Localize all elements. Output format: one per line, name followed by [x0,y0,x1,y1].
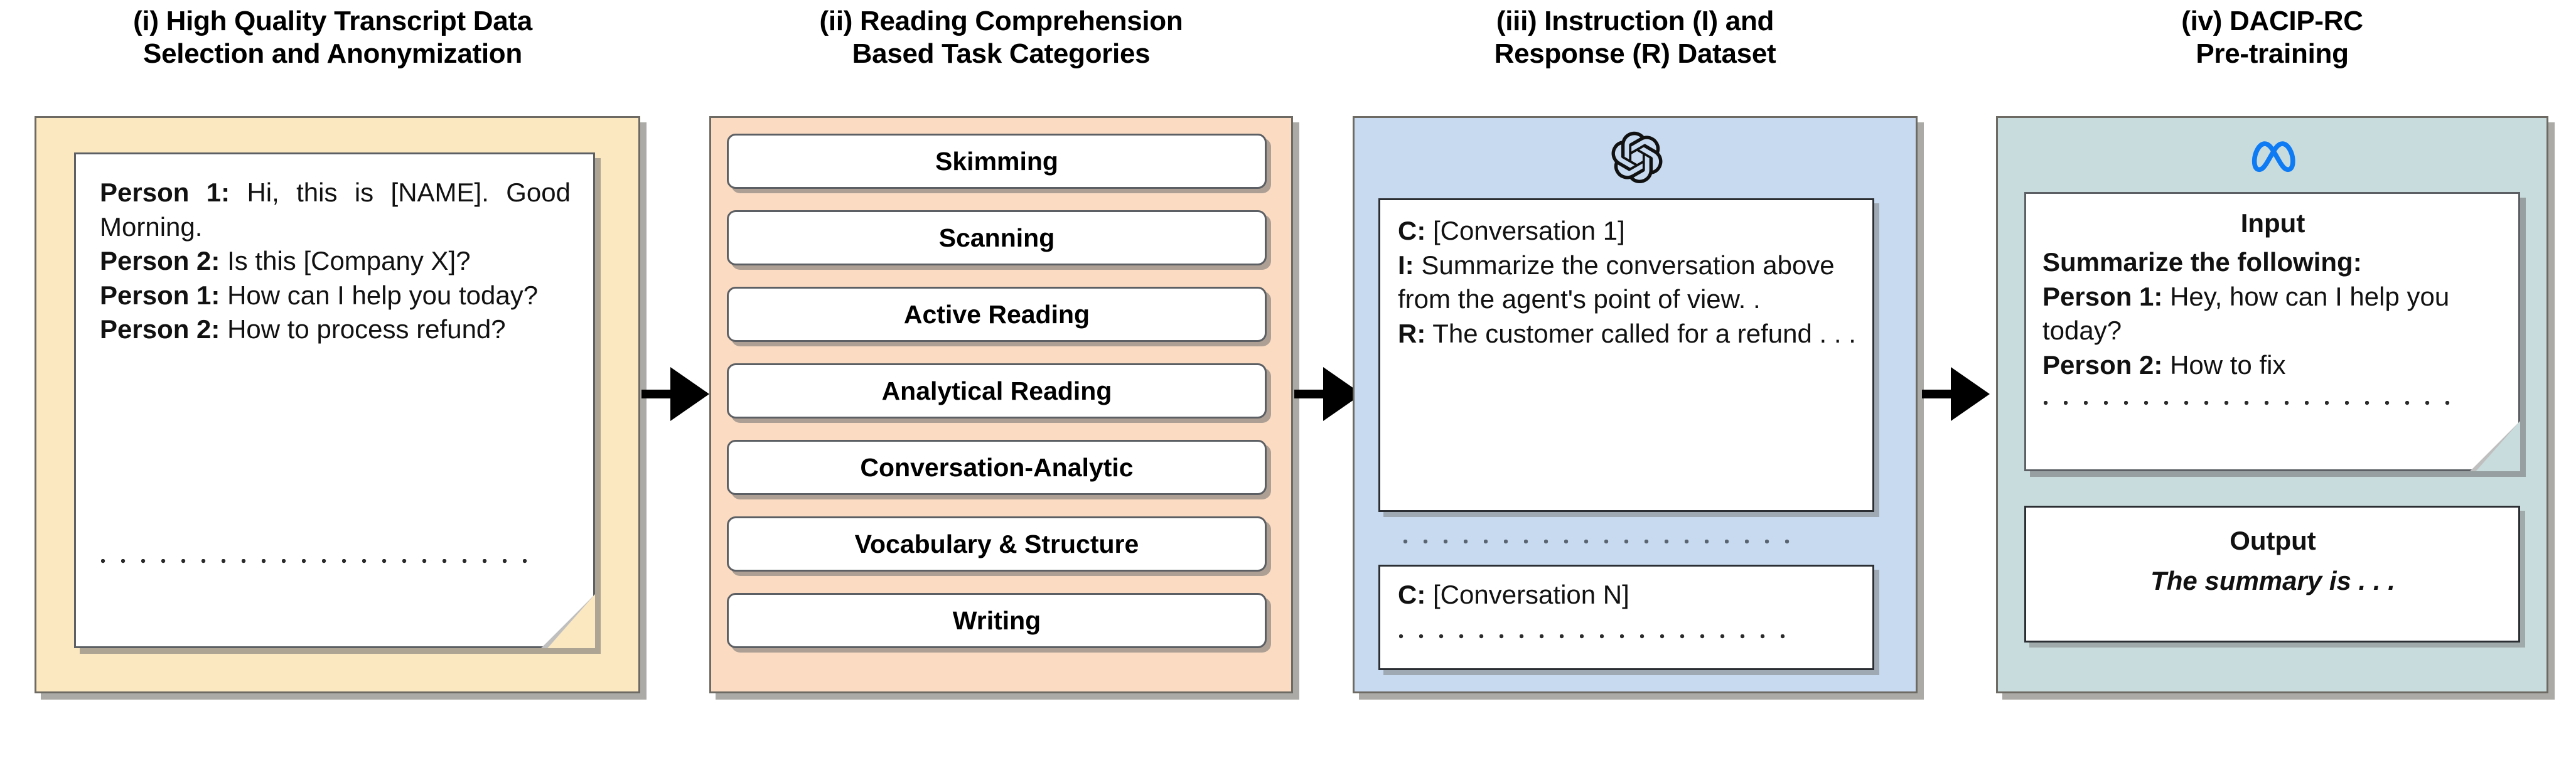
input-speaker-2: Person 2: [2042,349,2163,380]
meta-logo [1998,129,2550,182]
column-title-task-categories: (ii) Reading Comprehension Based Task Ca… [709,5,1293,70]
arrow-3-to-4-shaft [1922,390,1952,398]
transcript-speaker-1: Person 1: [100,178,230,207]
sample-first-card: C: [Conversation 1] I: Summarize the con… [1378,198,1874,512]
sample-first-response-label: R: [1398,318,1426,348]
transcript-line-1: Hi, this is [NAME]. Good Morning. [100,178,571,242]
sample-first-instruction-label: I: [1398,250,1414,280]
arrow-3-to-4 [1922,367,1990,421]
transcript-speaker-3: Person 1: [100,280,220,310]
sample-last-conversation-value: [Conversation N] [1425,580,1629,609]
sample-last-continuation-dots [1399,634,1788,641]
output-text: The summary is . . . [2150,566,2395,595]
task-pill-scanning[interactable]: Scanning [727,210,1267,265]
input-continuation-dots [2044,401,2458,407]
column-title-pretraining-line1: (iv) DACIP-RC [2181,6,2363,36]
panel-task-categories: Skimming Scanning Active Reading Analyti… [709,116,1293,693]
task-pill-analytical-reading[interactable]: Analytical Reading [727,363,1267,419]
input-line-2: How to fix [2162,349,2286,380]
sample-last-card: C: [Conversation N] [1378,565,1874,670]
transcript-line-4: How to process refund? [220,314,506,344]
task-pill-conversation-analytic-label: Conversation-Analytic [860,452,1134,482]
task-pill-writing[interactable]: Writing [727,593,1267,648]
column-title-transcript-line2: Selection and Anonymization [143,38,522,69]
task-pill-active-reading[interactable]: Active Reading [727,287,1267,342]
column-title-instruction-response: (iii) Instruction (I) and Response (R) D… [1353,5,1918,70]
transcript-line-2: Is this [Company X]? [220,246,471,276]
input-line-1: Hey, how can I help you today? [2042,281,2450,346]
transcript-continuation-dots [101,559,540,565]
arrow-2-to-3-shaft [1294,390,1324,398]
sample-last-conversation-label: C: [1398,580,1426,609]
column-title-task-categories-line2: Based Task Categories [852,38,1151,69]
task-pill-skimming-label: Skimming [935,146,1058,176]
sample-last-text: C: [Conversation N] [1398,578,1856,612]
input-prompt: Summarize the following: [2042,247,2362,277]
arrow-3-to-4-head [1951,367,1990,421]
panel-pretraining: Input Summarize the following: Person 1:… [1996,116,2548,693]
transcript-text: Person 1: Hi, this is [NAME]. Good Morni… [100,176,571,347]
task-pill-vocabulary-structure-label: Vocabulary & Structure [854,529,1139,558]
transcript-line-3: How can I help you today? [220,280,539,310]
arrow-1-to-2-head [670,367,709,421]
sample-first-instruction-value: Summarize the conversation above from th… [1398,250,1835,314]
samples-separator-dots [1403,540,1805,546]
sample-first-conversation-label: C: [1398,216,1426,245]
column-title-instruction-response-line2: Response (R) Dataset [1494,38,1776,69]
column-title-transcript-line1: (i) High Quality Transcript Data [133,6,532,36]
column-title-task-categories-line1: (ii) Reading Comprehension [819,6,1183,36]
input-speaker-1: Person 1: [2042,281,2163,311]
transcript-speaker-2: Person 2: [100,246,220,276]
sample-first-response-value: The customer called for a refund . . . [1425,318,1856,348]
output-card: Output The summary is . . . [2024,506,2520,643]
input-card: Input Summarize the following: Person 1:… [2024,192,2520,471]
arrow-1-to-2-shaft [641,390,672,398]
task-pill-skimming[interactable]: Skimming [727,134,1267,189]
transcript-speaker-4: Person 2: [100,314,220,344]
arrow-2-to-3 [1294,367,1362,421]
input-heading: Input [2240,208,2305,238]
sample-first-conversation-value: [Conversation 1] [1425,216,1625,245]
arrow-1-to-2 [641,367,709,421]
task-pill-writing-label: Writing [952,605,1041,635]
task-pill-vocabulary-structure[interactable]: Vocabulary & Structure [727,516,1267,572]
column-title-transcript: (i) High Quality Transcript Data Selecti… [19,5,647,70]
task-pill-conversation-analytic[interactable]: Conversation-Analytic [727,440,1267,495]
panel-instruction-response: C: [Conversation 1] I: Summarize the con… [1353,116,1918,693]
task-pill-analytical-reading-label: Analytical Reading [881,376,1112,405]
output-heading: Output [2230,526,2316,555]
sample-first-text: C: [Conversation 1] I: Summarize the con… [1398,214,1856,351]
column-title-instruction-response-line1: (iii) Instruction (I) and [1496,6,1774,36]
openai-logo [1355,129,1919,186]
task-pill-active-reading-label: Active Reading [903,299,1090,329]
column-title-pretraining: (iv) DACIP-RC Pre-training [1996,5,2548,70]
task-pill-scanning-label: Scanning [938,223,1055,252]
panel-transcript: Person 1: Hi, this is [NAME]. Good Morni… [35,116,640,693]
input-body: Summarize the following: Person 1: Hey, … [2042,245,2501,382]
column-title-pretraining-line2: Pre-training [2196,38,2349,69]
transcript-card: Person 1: Hi, this is [NAME]. Good Morni… [74,152,595,648]
